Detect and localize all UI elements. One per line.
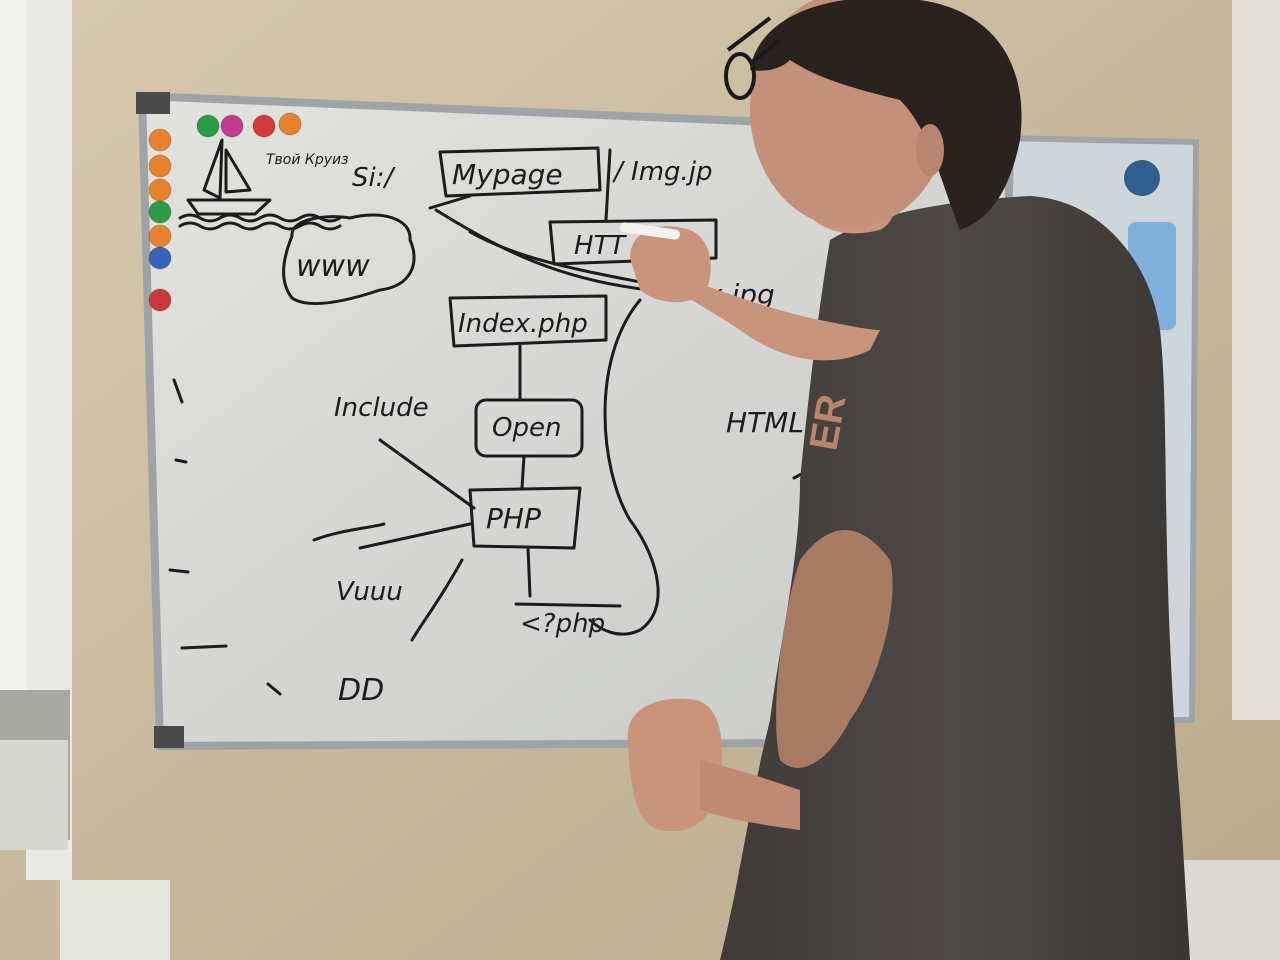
raised-hand [630,226,711,303]
www-label: www [296,249,370,284]
glasses [724,16,782,100]
magnet [148,128,172,152]
t-shirt [720,196,1190,960]
index-box [448,294,608,348]
http-label: HTT [574,231,627,261]
magnets [148,112,302,312]
magnet [148,246,172,270]
board-labels: Твой Круиз Si:/ Mypage / Img.jp HTT www … [266,152,804,708]
close-tag-label: <?php [520,609,605,639]
left-word: Vuuu [336,577,403,607]
top-prefix: Si:/ [352,163,396,193]
window-left [0,0,170,960]
php-box [468,486,582,550]
include-label: Include [334,393,429,423]
magnet [148,200,172,224]
magnet [148,224,172,248]
php-label: PHP [486,502,541,535]
index-label: Index.php [458,309,588,339]
shirt-print [776,530,893,768]
mypage-label: Mypage [452,158,563,191]
html-label: HTML [726,406,804,439]
boat-doodle [178,138,342,231]
raised-arm [680,280,880,361]
magnet [278,112,302,136]
corner-note: Твой Круиз [266,152,349,168]
svg-text:ER: ER [802,391,855,453]
top-right-label: / Img.jp [612,157,713,187]
hair [750,0,1022,230]
marker [620,222,680,240]
mypage-box [438,146,602,198]
magnet [252,114,276,138]
http-box [548,218,718,266]
open-box [474,398,584,458]
magnet [148,288,172,312]
open-label: Open [492,413,561,443]
www-cloud [282,213,416,305]
magnet [148,178,172,202]
lower-hand [627,698,723,832]
magnet [220,114,244,138]
window-right [1180,0,1280,960]
magnet [196,114,220,138]
left-word-2: DD [338,673,384,708]
lower-forearm [700,760,800,830]
person: ER [620,0,1190,960]
magnet [148,154,172,178]
